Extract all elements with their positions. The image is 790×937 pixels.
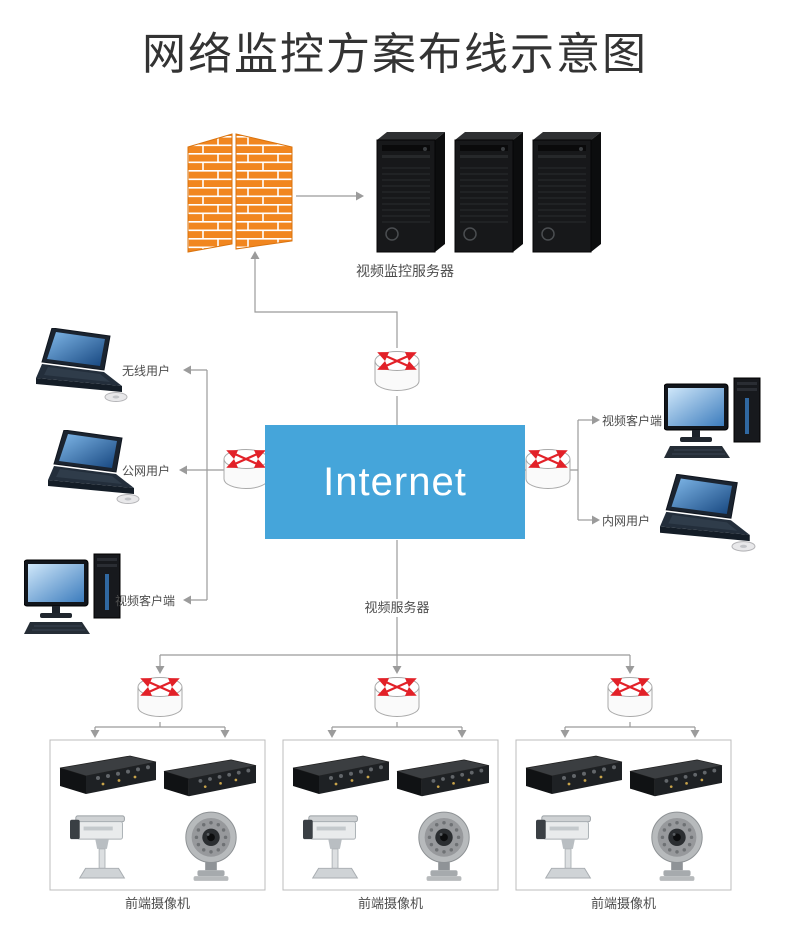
label-video-client-left: 视频客户端 (114, 594, 175, 608)
desktop-computer-icon (664, 377, 761, 459)
label-front-camera-1: 前端摄像机 (124, 896, 190, 911)
label-video-client-right: 视频客户端 (602, 414, 663, 428)
server-tower-icon (454, 131, 524, 253)
label-video-server: 视频服务器 (347, 599, 447, 618)
router-icon (375, 676, 419, 716)
connectors (94, 195, 696, 731)
label-front-camera-3: 前端摄像机 (590, 896, 656, 911)
server-tower-icon (532, 131, 602, 253)
internet-node: Internet (265, 425, 525, 539)
laptop-icon (660, 474, 756, 552)
label-video-monitor-servers: 视频监控服务器 (356, 263, 454, 279)
internet-label: Internet (323, 459, 467, 504)
connector-arrowheads (90, 191, 700, 738)
router-icon (608, 676, 652, 716)
firewall-icon (187, 133, 293, 253)
label-wireless-user: 无线用户 (121, 364, 170, 378)
diagram-title: 网络监控方案布线示意图 (142, 30, 648, 79)
router-icon (526, 448, 570, 488)
label-public-net-user: 公网用户 (121, 464, 170, 478)
router-icon (138, 676, 182, 716)
server-tower-icon (376, 131, 446, 253)
router-icon (224, 448, 268, 488)
label-front-camera-2: 前端摄像机 (357, 896, 423, 911)
server-group (376, 131, 602, 253)
label-intranet-user: 内网用户 (602, 514, 651, 528)
router-icon (375, 350, 419, 390)
